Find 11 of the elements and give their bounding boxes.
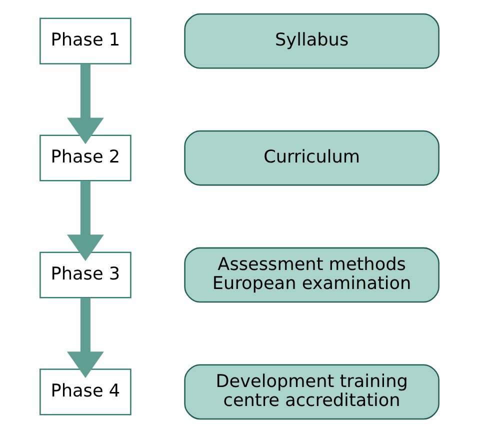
node-box: Assessment methods European examination xyxy=(184,246,440,302)
arrow xyxy=(66,180,104,261)
node-box: Phase 3 xyxy=(40,251,132,298)
node-box: Curriculum xyxy=(184,130,440,186)
node-box: Phase 1 xyxy=(40,17,132,64)
arrow xyxy=(66,297,104,378)
node-box: Phase 4 xyxy=(40,368,132,415)
node-box: Syllabus xyxy=(184,12,440,68)
node-box: Phase 2 xyxy=(40,134,132,181)
arrow xyxy=(66,63,104,144)
node-box: Development training centre accreditation xyxy=(184,364,440,420)
